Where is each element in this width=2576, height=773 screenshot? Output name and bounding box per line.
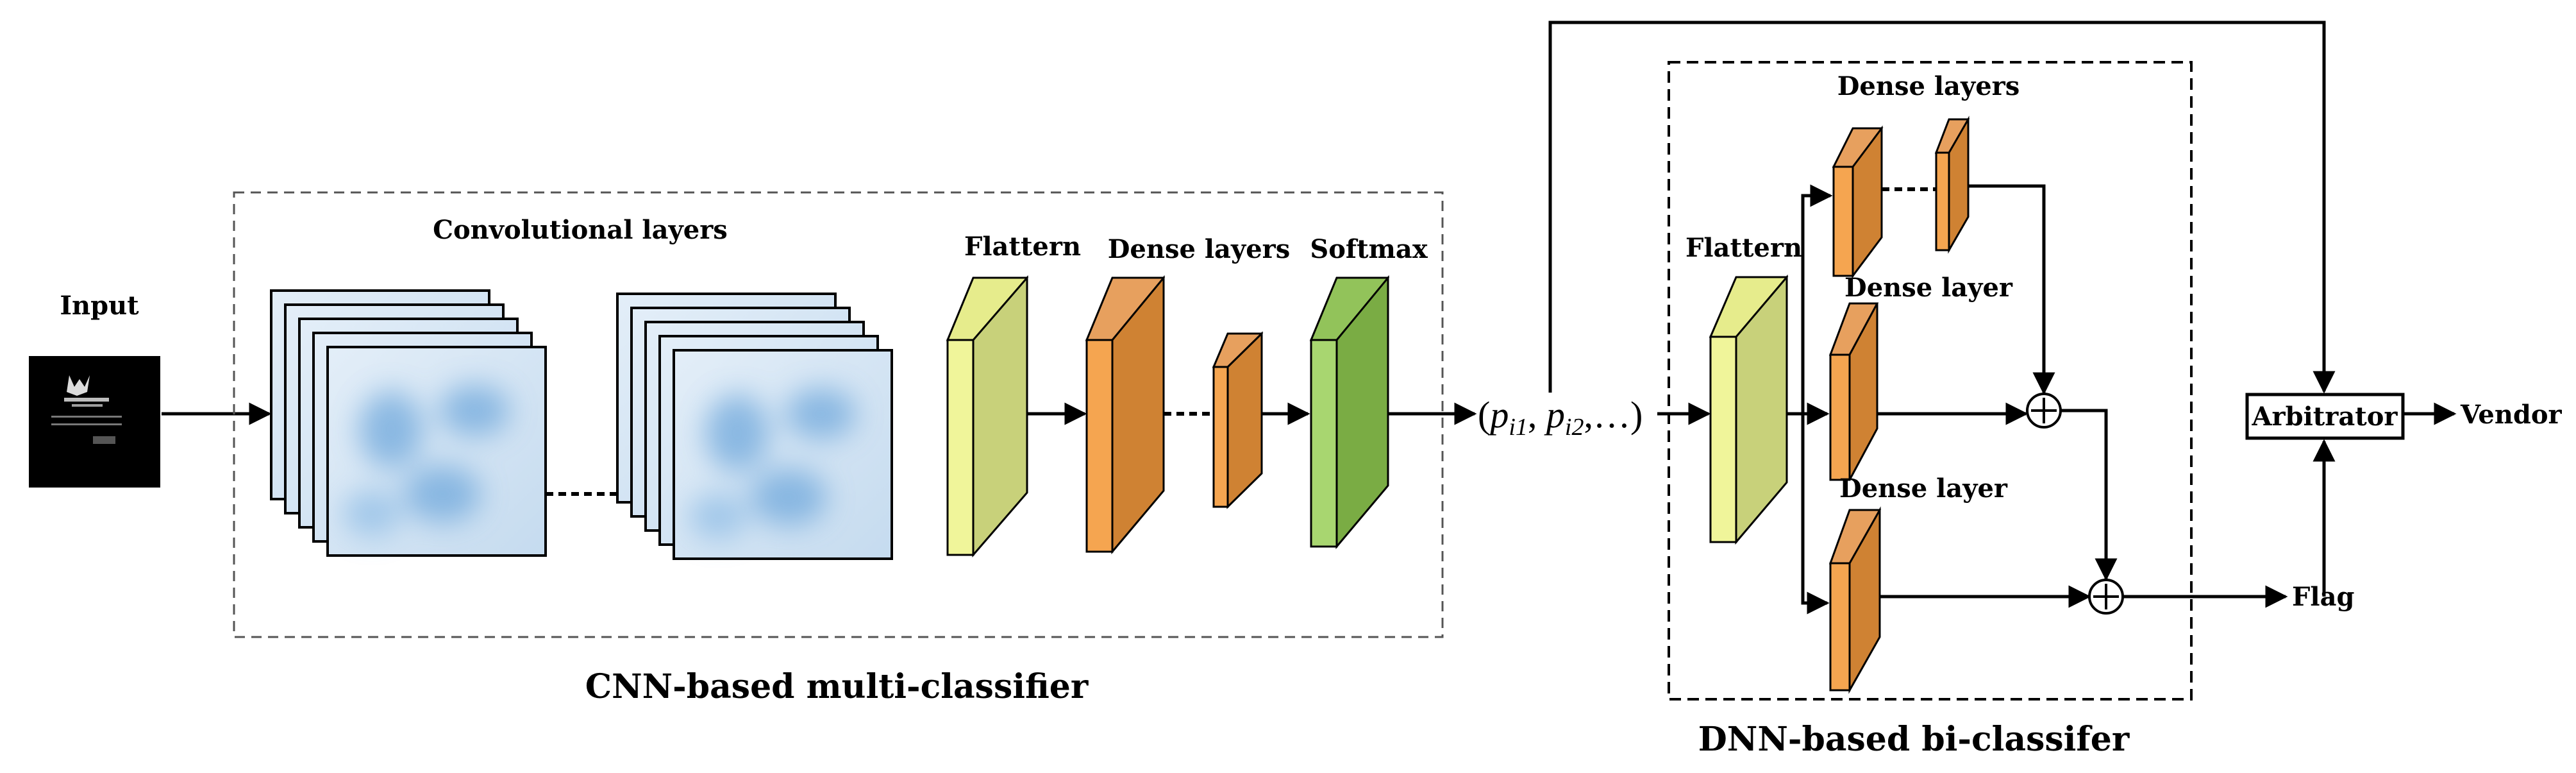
dnn-branch-bottom xyxy=(1801,414,1830,615)
dnn-dense-layer-label-1: Dense layer xyxy=(1844,273,2013,303)
dnn-flatten-label: Flattern xyxy=(1685,233,1802,263)
probability-vector: (pi1, pi2,…) xyxy=(1478,394,1643,441)
cnn-flatten-layer xyxy=(946,275,1029,558)
sum-node-1 xyxy=(2026,393,2062,429)
dnn-dense-layer-label-2: Dense layer xyxy=(1839,473,2008,504)
arbitrator-label: Arbitrator xyxy=(2252,402,2398,432)
dnn-dense-layer-bottom xyxy=(1828,506,1882,694)
dnn-top-to-sum1 xyxy=(1968,184,2055,395)
feature-map-stack-1 xyxy=(270,289,547,557)
dnn-flatten-layer xyxy=(1709,274,1789,545)
dnn-dense-layer-middle xyxy=(1828,302,1879,481)
cnn-box xyxy=(233,191,1444,638)
sum1-to-sum2 xyxy=(2061,409,2118,581)
probability-to-arbitrator-line xyxy=(1548,21,2336,394)
dnn-dense-layer-top-small xyxy=(1934,115,1970,254)
input-label: Input xyxy=(60,291,139,321)
dnn-branch-trunk xyxy=(1787,184,1833,416)
softmax-label: Softmax xyxy=(1310,234,1428,264)
softmax-layer xyxy=(1309,275,1390,550)
dnn-box xyxy=(1668,61,2193,701)
vendor-label: Vendor xyxy=(2460,400,2563,430)
dnn-caption: DNN-based bi-classifer xyxy=(1698,720,2130,759)
cnn-flatten-label: Flattern xyxy=(964,232,1081,262)
arbitrator-box: Arbitrator xyxy=(2245,393,2405,440)
dnn-dense-layers-label: Dense layers xyxy=(1837,71,2020,101)
input-image xyxy=(29,356,160,488)
dnn-dense-layer-top-large xyxy=(1832,125,1884,279)
feature-map-stack-2 xyxy=(616,293,893,560)
cnn-caption: CNN-based multi-classifier xyxy=(585,667,1089,706)
cnn-dense-layer-small xyxy=(1212,331,1264,509)
cnn-dense-label: Dense layers xyxy=(1108,234,1291,264)
cnn-dense-layer-large xyxy=(1085,275,1166,555)
sum-node-2 xyxy=(2088,579,2124,615)
conv-layers-label: Convolutional layers xyxy=(433,215,728,245)
